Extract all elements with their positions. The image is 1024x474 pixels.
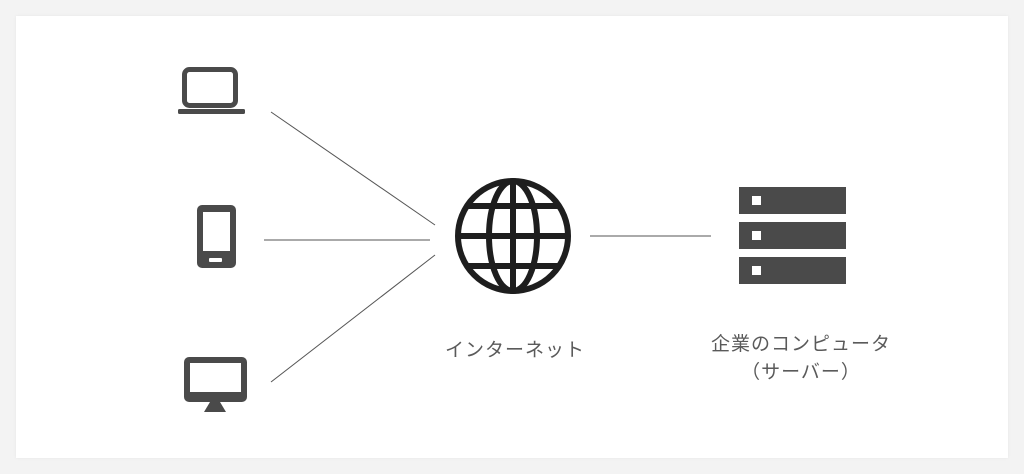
connector-desktop-internet: [270, 254, 436, 383]
server-label-line2: （サーバー）: [741, 361, 861, 383]
server-rack-icon: [739, 187, 846, 284]
network-diagram: [178, 67, 846, 412]
laptop-icon: [178, 67, 245, 114]
globe-icon: [455, 178, 571, 294]
desktop-monitor-icon: [184, 357, 247, 412]
smartphone-icon: [197, 205, 236, 268]
server-label-line1: 企業のコンピュータ: [710, 333, 891, 355]
internet-label: インターネット: [444, 339, 585, 361]
connector-laptop-internet: [270, 111, 436, 226]
diagram-canvas: インターネット 企業のコンピュータ （サーバー）: [16, 16, 1008, 458]
server-label: 企業のコンピュータ （サーバー）: [676, 330, 926, 386]
